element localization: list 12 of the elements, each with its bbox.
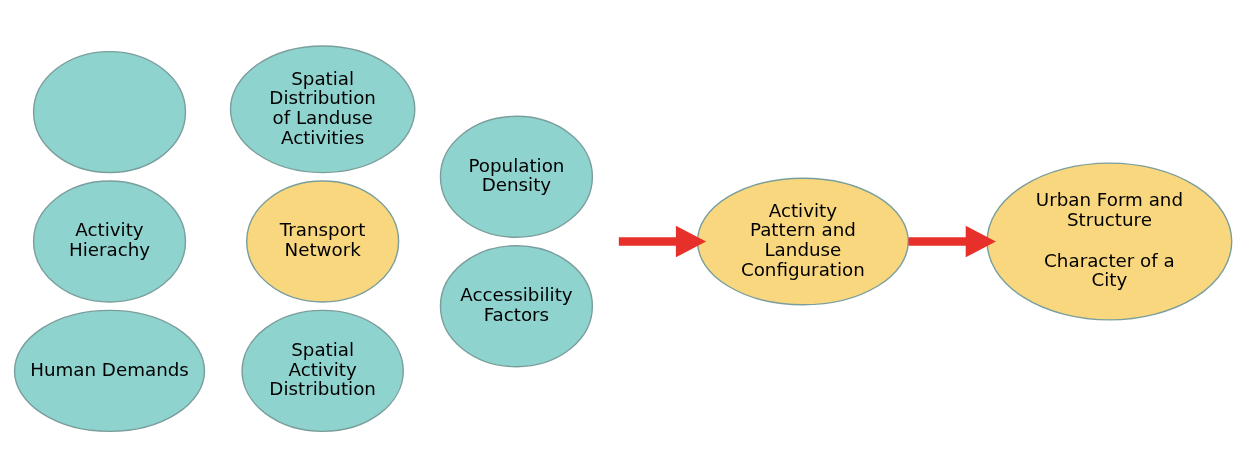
node-ellipse: Spatial Distribution of Landuse Activities — [229, 44, 416, 173]
node-ellipse: Activity Pattern and Landuse Configuration — [696, 176, 909, 305]
node-ellipse: Accessibility Factors — [439, 244, 594, 367]
node-ellipse: Transport Network — [246, 179, 400, 303]
node-circle — [32, 50, 187, 173]
arrow — [908, 225, 996, 257]
node-ellipse: Population Density — [439, 115, 594, 238]
node-ellipse: Human Demands — [13, 309, 206, 432]
node-ellipse: Urban Form and Structure Character of a City — [986, 161, 1233, 321]
arrow — [618, 225, 707, 257]
node-ellipse: Spatial Activity Distribution — [241, 309, 404, 432]
node-ellipse: Activity Hierachy — [32, 179, 187, 303]
